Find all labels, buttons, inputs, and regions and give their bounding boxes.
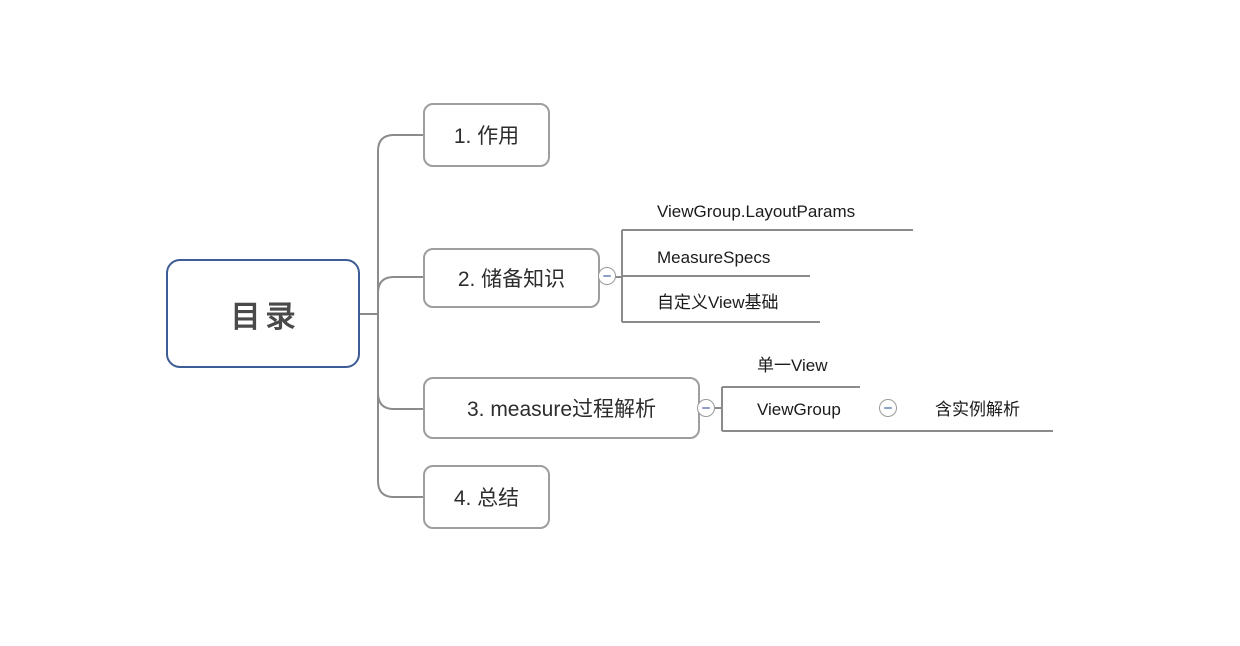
subtopic-example-analysis[interactable]: 含实例解析: [935, 400, 1020, 419]
collapse-toggle-viewgroup[interactable]: [879, 399, 897, 417]
topic-4-summary[interactable]: 4. 总结: [423, 465, 550, 529]
root-topic[interactable]: 目录: [166, 259, 360, 368]
minus-icon: [603, 275, 611, 277]
topic-label: 4. 总结: [453, 487, 520, 510]
topic-label: 2. 储备知识: [457, 268, 566, 291]
minus-icon: [702, 407, 710, 409]
connector-branch-1: [377, 134, 423, 314]
subtopic-viewgroup[interactable]: ViewGroup: [757, 400, 841, 419]
collapse-toggle-topic-2[interactable]: [598, 267, 616, 285]
subtopic-single-view[interactable]: 单一View: [757, 356, 828, 375]
connector-branch-2: [377, 276, 423, 314]
subtopic-viewgroup-layoutparams[interactable]: ViewGroup.LayoutParams: [657, 202, 856, 221]
topic-1-purpose[interactable]: 1. 作用: [423, 103, 550, 167]
root-topic-label: 目录: [230, 300, 301, 334]
topic-2-prerequisites[interactable]: 2. 储备知识: [423, 248, 600, 308]
subtopic-measurespecs[interactable]: MeasureSpecs: [657, 248, 771, 267]
minus-icon: [884, 407, 892, 409]
topic-label: 3. measure过程解析: [466, 398, 657, 421]
topic-3-measure-process[interactable]: 3. measure过程解析: [423, 377, 700, 439]
topic-label: 1. 作用: [453, 125, 520, 148]
collapse-toggle-topic-3[interactable]: [697, 399, 715, 417]
connector-branch-3: [377, 314, 423, 410]
connector-branch-4: [377, 314, 423, 498]
subtopic-custom-view-basics[interactable]: 自定义View基础: [657, 293, 779, 312]
